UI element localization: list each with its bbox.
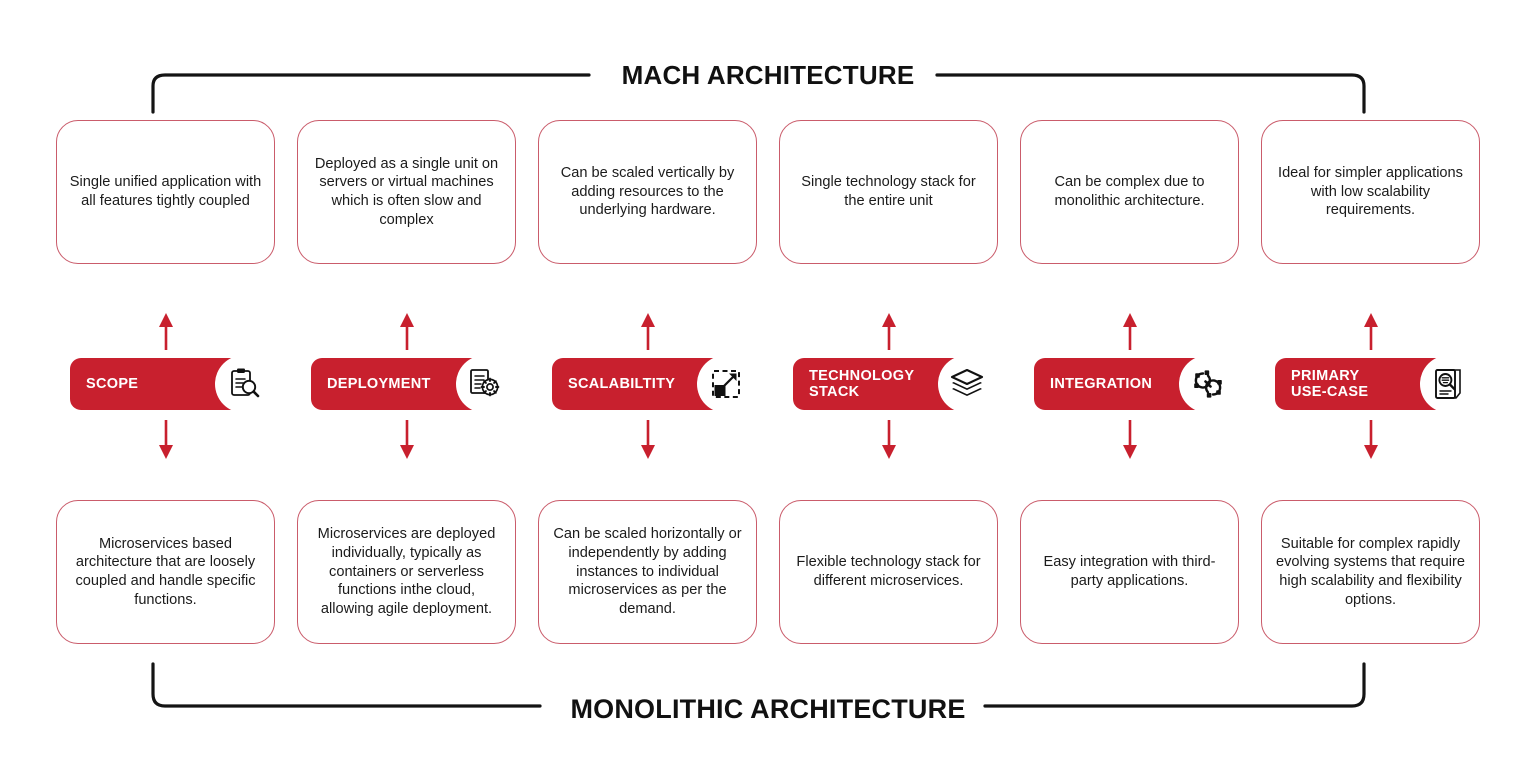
bottom-col-1: Microservices are deployed individually,… [297,500,516,644]
top-col-4: Can be complex due to monolithic archite… [1020,120,1239,264]
arrow-up-2 [538,312,757,350]
top-info-text: Single unified application with all feat… [69,174,262,209]
top-info-box: Can be scaled vertically by adding resou… [538,120,757,264]
top-info-text: Ideal for simpler applications with low … [1278,164,1463,219]
pill-col-5: PRIMARY USE-CASE [1261,355,1480,414]
bottom-info-box: Suitable for complex rapidly evolving sy… [1261,500,1480,644]
arrow-up-3 [779,312,998,350]
pill-label: PRIMARY USE-CASE [1291,367,1369,400]
bottom-col-3: Flexible technology stack for different … [779,500,998,644]
down-arrow-row [56,420,1480,460]
bottom-info-text: Suitable for complex rapidly evolving sy… [1276,535,1465,608]
top-info-box: Single technology stack for the entire u… [779,120,998,264]
page-title-bottom: MONOLITHIC ARCHITECTURE [570,694,966,724]
top-info-box: Ideal for simpler applications with low … [1261,120,1480,264]
layers-stack-icon [938,355,996,413]
top-info-text: Single technology stack for the entire u… [801,174,976,209]
category-pill-row: SCOPE DEPLOYMENT [56,355,1480,414]
bottom-info-text: Easy integration with third-party applic… [1043,554,1216,589]
top-info-text: Can be complex due to monolithic archite… [1054,174,1205,209]
pill-col-0: SCOPE [56,355,275,414]
pill-label: INTEGRATION [1050,375,1153,392]
top-info-text: Deployed as a single unit on servers or … [314,155,499,228]
category-pill-technology-stack[interactable]: TECHNOLOGY STACK [779,355,998,414]
arrow-down-0 [56,420,275,460]
bottom-info-text: Microservices based architecture that ar… [75,535,256,608]
top-col-1: Deployed as a single unit on servers or … [297,120,516,264]
top-col-5: Ideal for simpler applications with low … [1261,120,1480,264]
category-pill-integration[interactable]: INTEGRATION [1020,355,1239,414]
page-title-top: MACH ARCHITECTURE [621,60,915,90]
top-col-0: Single unified application with all feat… [56,120,275,264]
arrow-down-1 [297,420,516,460]
bottom-info-box: Microservices based architecture that ar… [56,500,275,644]
bottom-info-text: Flexible technology stack for different … [796,554,981,589]
top-info-box: Single unified application with all feat… [56,120,275,264]
linked-gears-icon [1179,355,1237,413]
bottom-col-2: Can be scaled horizontally or independen… [538,500,757,644]
category-pill-scalability[interactable]: SCALABILTITY [538,355,757,414]
bottom-col-5: Suitable for complex rapidly evolving sy… [1261,500,1480,644]
pill-col-2: SCALABILTITY [538,355,757,414]
top-col-3: Single technology stack for the entire u… [779,120,998,264]
pill-label: TECHNOLOGY STACK [809,367,915,400]
top-descriptor-row: Single unified application with all feat… [56,120,1480,264]
top-info-text: Can be scaled vertically by adding resou… [560,164,735,219]
arrow-up-1 [297,312,516,350]
arrow-up-5 [1261,312,1480,350]
bottom-col-4: Easy integration with third-party applic… [1020,500,1239,644]
pill-col-4: INTEGRATION [1020,355,1239,414]
pill-col-3: TECHNOLOGY STACK [779,355,998,414]
pill-label: DEPLOYMENT [327,375,431,392]
expand-arrow-icon [697,355,755,413]
arrow-down-3 [779,420,998,460]
bottom-info-text: Can be scaled horizontally or independen… [553,526,742,617]
arrow-up-4 [1020,312,1239,350]
arrow-down-4 [1020,420,1239,460]
top-col-2: Can be scaled vertically by adding resou… [538,120,757,264]
book-magnifier-icon [1420,355,1478,413]
document-gear-icon [456,355,514,413]
arrow-up-0 [56,312,275,350]
clipboard-magnifier-icon [215,355,273,413]
arrow-down-5 [1261,420,1480,460]
bottom-info-box: Can be scaled horizontally or independen… [538,500,757,644]
category-pill-scope[interactable]: SCOPE [56,355,275,414]
bottom-col-0: Microservices based architecture that ar… [56,500,275,644]
pill-label: SCOPE [86,375,139,392]
bottom-info-text: Microservices are deployed individually,… [317,526,496,617]
top-info-box: Deployed as a single unit on servers or … [297,120,516,264]
bottom-info-box: Easy integration with third-party applic… [1020,500,1239,644]
bottom-info-box: Microservices are deployed individually,… [297,500,516,644]
bottom-descriptor-row: Microservices based architecture that ar… [56,500,1480,644]
pill-label: SCALABILTITY [568,375,676,392]
category-pill-primary-use-case[interactable]: PRIMARY USE-CASE [1261,355,1480,414]
pill-col-1: DEPLOYMENT [297,355,516,414]
bottom-info-box: Flexible technology stack for different … [779,500,998,644]
category-pill-deployment[interactable]: DEPLOYMENT [297,355,516,414]
top-info-box: Can be complex due to monolithic archite… [1020,120,1239,264]
arrow-down-2 [538,420,757,460]
up-arrow-row [56,312,1480,350]
